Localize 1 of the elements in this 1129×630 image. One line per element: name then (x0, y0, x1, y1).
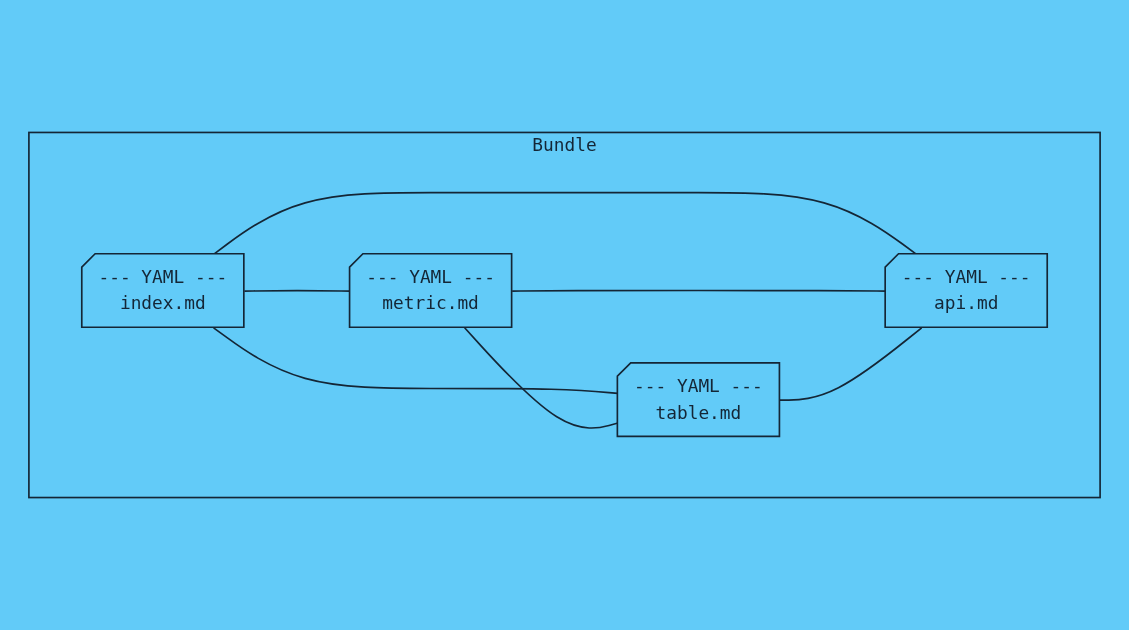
connector (779, 326, 923, 401)
